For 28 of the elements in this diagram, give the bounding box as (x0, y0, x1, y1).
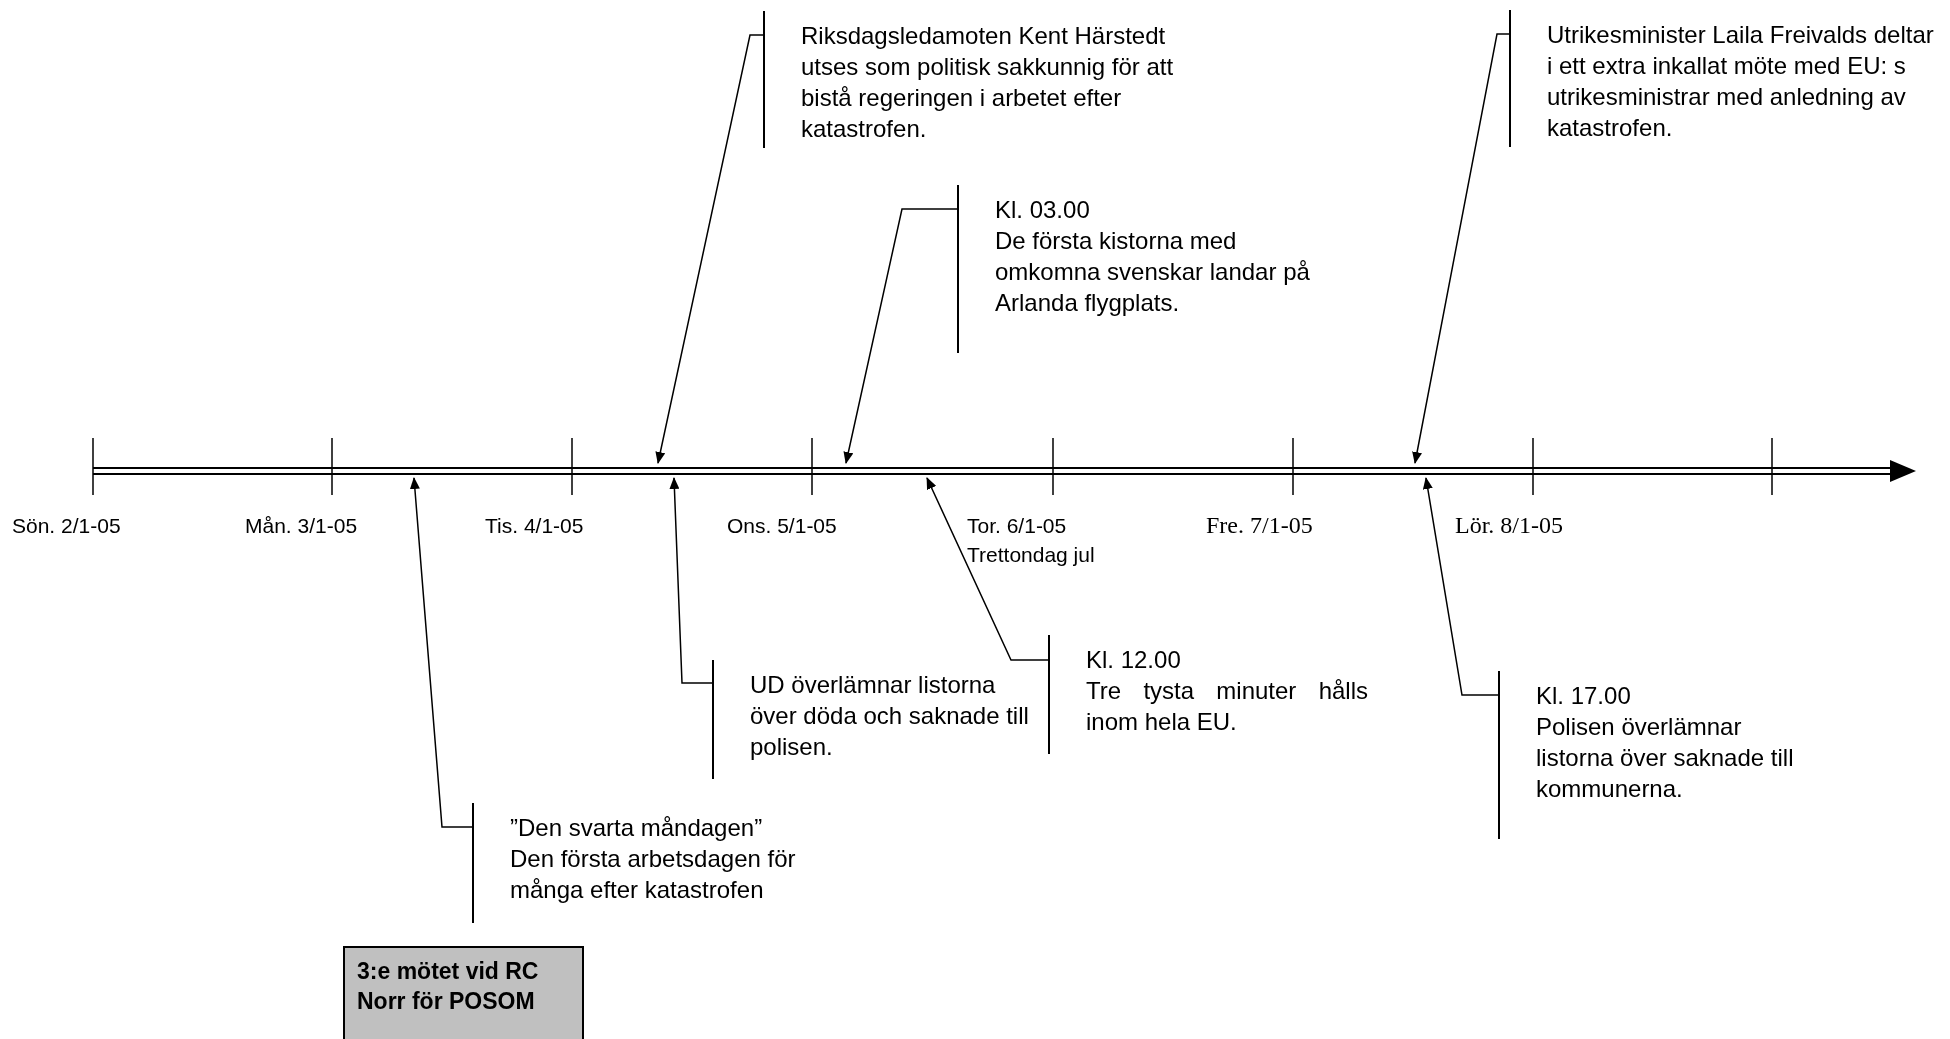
holiday-label: Trettondag jul (967, 543, 1095, 567)
date-label: Tis. 4/1-05 (485, 514, 584, 538)
event-callout (1048, 635, 1368, 754)
date-label: Tor. 6/1-05 (967, 514, 1067, 538)
leader-arrow (926, 477, 1049, 661)
meeting-box: 3:e mötet vid RC Norr för POSOM (343, 946, 584, 1039)
leader-arrow (843, 208, 958, 464)
leader-arrow (655, 34, 764, 464)
event-heading: Kl. 03.00 (995, 195, 1091, 225)
leader-arrow (1412, 33, 1510, 464)
date-label: Ons. 5/1-05 (727, 514, 837, 538)
event-heading: ”Den svarta måndagen” (510, 813, 764, 843)
date-label: Sön. 2/1-05 (12, 514, 121, 538)
event-text: De första kistorna med omkomna svenskar landar på Arlanda flygplats. (995, 226, 1311, 318)
event-heading: Kl. 12.00 (1086, 645, 1182, 675)
event-text: Polisen överlämnar listorna över saknade till kommunerna. (1536, 712, 1795, 804)
event-text: UD överlämnar listorna över döda och saknade till polisen. (750, 670, 1030, 762)
event-heading: Kl. 17.00 (1536, 681, 1632, 711)
event-text: Den första arbetsdagen för många efter katastrofen (510, 844, 797, 905)
date-label: Lör. 8/1-05 (1455, 512, 1563, 539)
leader-arrow (409, 477, 473, 828)
event-text: Utrikesminister Laila Freivalds deltar i ett extra inkallat möte med EU: s utrikesministrar med anledning av katastrofen. (1547, 20, 1935, 143)
date-label: Fre. 7/1-05 (1206, 512, 1313, 539)
leader-arrow (1422, 477, 1499, 696)
leader-arrow (669, 477, 713, 684)
date-label: Mån. 3/1-05 (245, 514, 358, 538)
event-text: Riksdagsledamoten Kent Härstedt utses som politisk sakkunnig för att bistå regeringen i arbetet efter katastrofen. (801, 21, 1175, 144)
event-text: Tre tysta minuter hålls inom hela EU. (1086, 676, 1368, 737)
